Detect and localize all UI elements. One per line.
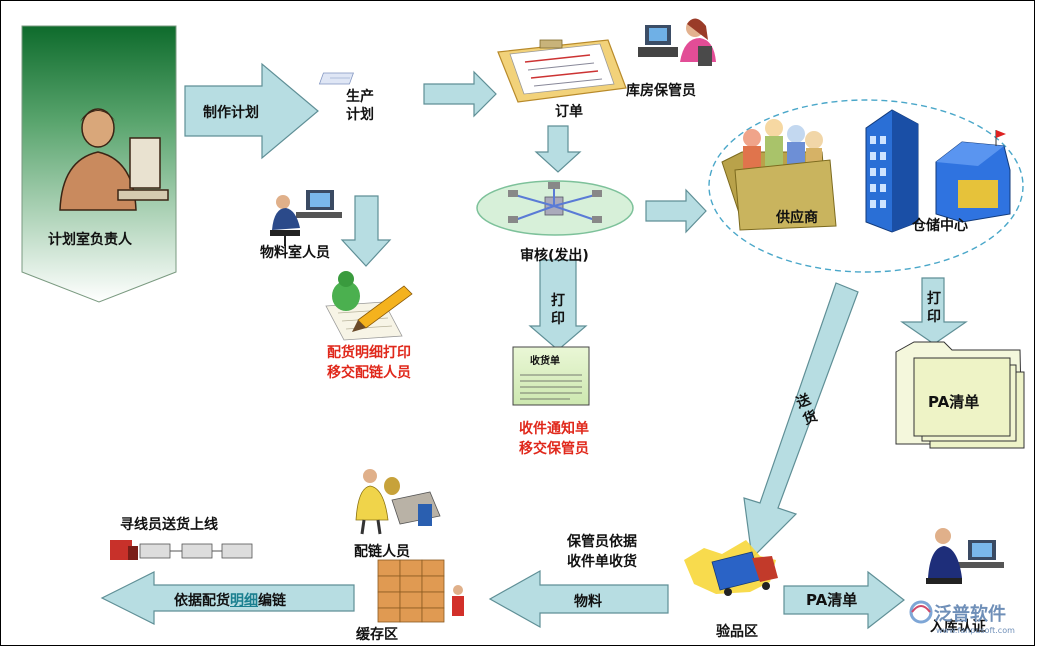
logo-text: 泛普软件 <box>934 604 1006 625</box>
storage-center-icon <box>865 109 1011 233</box>
director-figure-icon <box>59 108 169 211</box>
receipt-note: 收件通知单 移交保管员 <box>506 419 602 459</box>
distribution-note-line1: 配货明细打印 <box>327 345 411 361</box>
keeper-receive-line1: 保管员依据 <box>567 534 637 550</box>
print-arrow-storage <box>900 277 968 345</box>
storage-confirm-icon <box>926 528 1004 584</box>
inspection-area-label: 验品区 <box>716 624 758 640</box>
plan-to-order-arrow <box>423 70 497 118</box>
logo-url: www.fanpusoft.com <box>936 626 1015 635</box>
keeper-receive-line2: 收件单收货 <box>567 554 637 570</box>
supplier-label: 供应商 <box>776 210 818 226</box>
order-label: 订单 <box>555 104 583 120</box>
chain-staff-icon <box>355 469 441 535</box>
make-plan-arrow <box>184 62 319 160</box>
route-arrow-highlight: 明细 <box>230 593 258 609</box>
distribution-pencil-icon <box>325 271 413 341</box>
route-truck-icon <box>110 540 253 560</box>
production-plan-line1: 生产 <box>346 89 374 105</box>
storage-confirm-label: 入库认证 <box>930 619 986 635</box>
material-staff-down-arrow <box>340 195 392 267</box>
chain-staff-label: 配链人员 <box>354 544 410 560</box>
pa-list-arrow <box>783 570 905 630</box>
receipt-doc-title: 收货单 <box>530 356 560 367</box>
pa-doc-label: PA清单 <box>928 393 980 411</box>
production-plan-icon <box>318 72 354 85</box>
distribution-note-line2: 移交配链人员 <box>327 365 411 381</box>
order-to-audit-arrow <box>534 125 582 173</box>
make-plan-label: 制作计划 <box>203 105 259 121</box>
buffer-area-icon <box>377 559 464 623</box>
pa-list-arrow-label: PA清单 <box>806 591 858 609</box>
fanpu-logo-icon <box>909 600 933 624</box>
director-label: 计划室负责人 <box>48 232 132 248</box>
order-clipboard-icon <box>497 39 627 103</box>
material-arrow <box>488 569 669 629</box>
receipt-note-line2: 移交保管员 <box>519 441 589 457</box>
inspection-truck-icon <box>684 540 778 596</box>
audit-to-supplier-arrow <box>645 188 707 234</box>
print-label-audit: 打印 <box>551 293 565 327</box>
supplier-folder-icon <box>721 119 837 231</box>
receipt-note-line1: 收件通知单 <box>519 421 589 437</box>
keeper-receive-label: 保管员依据 收件单收货 <box>552 532 652 572</box>
print-arrow-audit <box>528 259 588 351</box>
buffer-area-label: 缓存区 <box>356 627 398 643</box>
print-label-storage: 打印 <box>927 291 941 325</box>
distribution-note: 配货明细打印 移交配链人员 <box>312 343 426 383</box>
route-arrow-label: 依据配货明细编链 <box>174 590 286 610</box>
audit-network-icon <box>476 180 634 236</box>
audit-label: 审核(发出) <box>520 248 589 264</box>
route-arrow <box>100 571 355 625</box>
warehouse-keeper-icon <box>638 18 716 66</box>
route-arrow-prefix: 依据配货 <box>174 593 230 609</box>
material-staff-icon <box>270 190 342 246</box>
production-plan-line2: 计划 <box>346 107 374 123</box>
material-arrow-label: 物料 <box>574 594 602 610</box>
receipt-doc-icon <box>512 346 590 406</box>
material-staff-label: 物料室人员 <box>260 245 330 261</box>
route-arrow-suffix: 编链 <box>258 593 286 609</box>
delivery-arrow <box>743 282 859 560</box>
warehouse-keeper-label: 库房保管员 <box>626 83 696 99</box>
pa-doc-stack-icon <box>895 341 1025 449</box>
production-plan-label: 生产 计划 <box>338 88 382 124</box>
storage-center-label: 仓储中心 <box>912 218 968 234</box>
route-staff-label: 寻线员送货上线 <box>120 517 218 533</box>
